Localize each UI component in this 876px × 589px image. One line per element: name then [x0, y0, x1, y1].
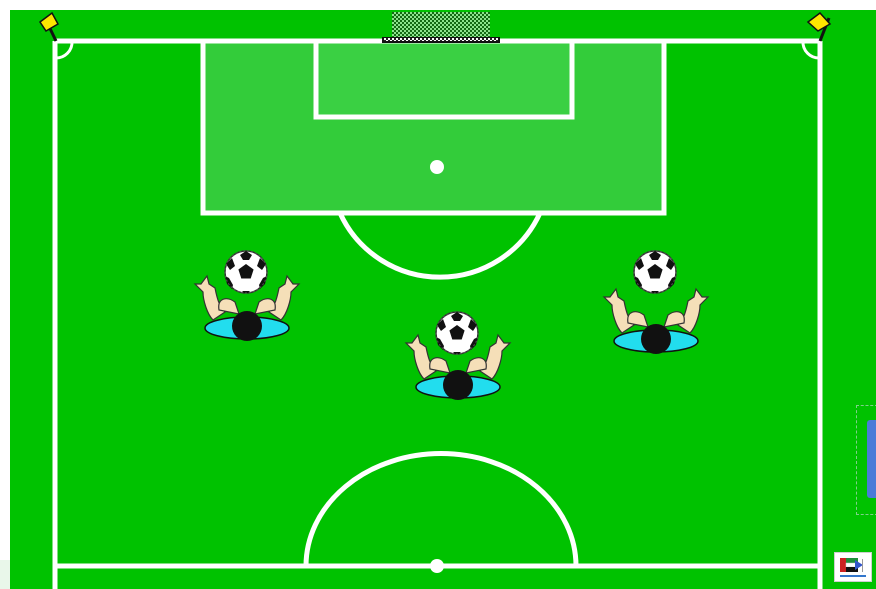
side-panel-handle[interactable]: [856, 405, 876, 515]
soccer-ball-icon: [225, 251, 267, 293]
penalty-spot: [430, 160, 444, 174]
goal-net-icon: [382, 12, 500, 43]
soccer-ball-icon: [436, 312, 478, 354]
goal-area: [316, 41, 572, 117]
panel-tab[interactable]: [867, 420, 876, 498]
soccer-ball-icon: [634, 251, 676, 293]
center-spot: [430, 559, 444, 573]
flag-logo-icon: [834, 552, 872, 582]
